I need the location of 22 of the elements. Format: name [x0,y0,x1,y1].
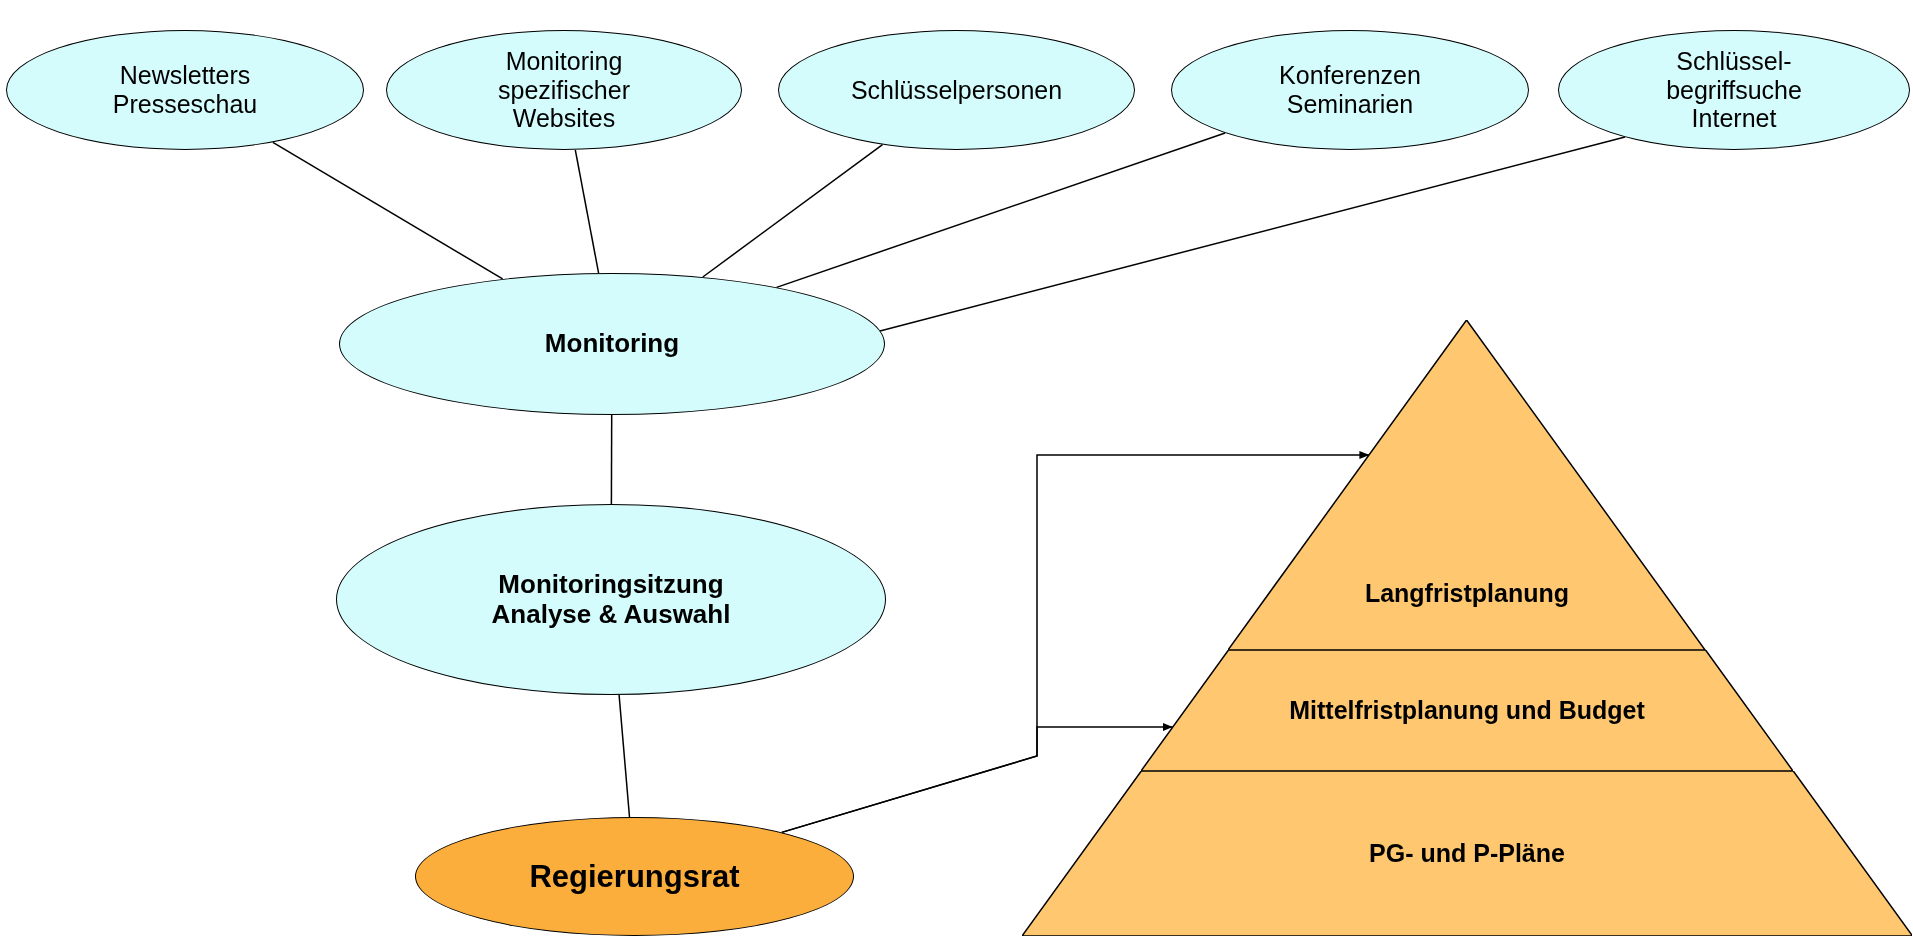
node-label: Newsletters Presseschau [111,61,259,119]
node-label: Regierungsrat [529,858,740,895]
node-label: Schlüsselpersonen [850,75,1063,105]
node-label: Monitoring [544,329,680,359]
node-label: Schlüssel-begriffsuche Internet [1665,46,1803,134]
node-label: Mittelfristplanung und Budget [1289,694,1645,726]
connector-line [775,132,1226,289]
connector-line [574,149,600,274]
connector-line [879,136,1626,332]
connector-line [702,143,884,278]
node-label: Langfristplanung [1364,577,1570,609]
connector-line [610,414,613,505]
pyramid-band [1228,320,1706,650]
pyramid-band [1141,650,1793,771]
node-label: PG- und P-Pläne [1369,837,1565,869]
node-label: Monitoringsitzung Analyse & Auswahl [490,569,732,630]
node-label: Monitoring spezifischer Websites [497,46,631,134]
pyramid-band [1021,771,1913,936]
node-label: Konferenzen Seminarien [1278,61,1422,119]
arrow [781,723,1174,834]
connector-line [618,694,631,818]
connector-line [272,141,504,280]
